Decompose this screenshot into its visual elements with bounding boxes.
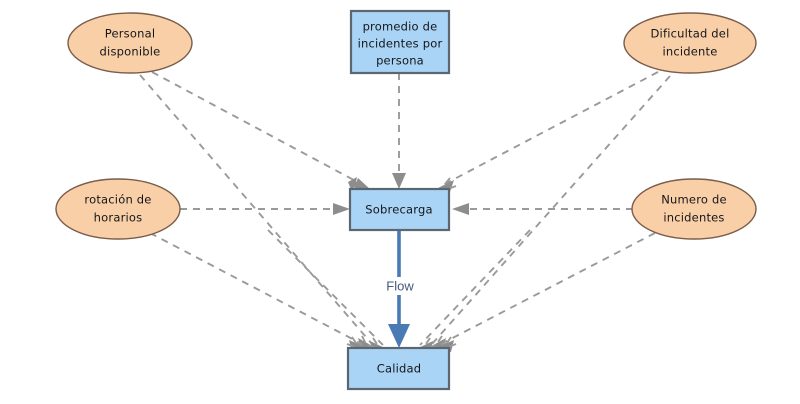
promedio-incidentes-shape[interactable] <box>349 9 451 75</box>
arrowhead-promedio-to-sobrecarga <box>392 173 406 189</box>
sobrecarga-shape[interactable] <box>348 187 451 232</box>
node-calidad[interactable]: Calidad <box>346 346 451 391</box>
node-sobrecarga[interactable]: Sobrecarga <box>348 187 451 232</box>
rotacion-horarios-label-line1: rotación de <box>84 193 151 207</box>
promedio-incidentes-label-line2: incidentes por <box>358 37 443 51</box>
node-personal-disponible[interactable]: Personal disponible <box>67 12 193 74</box>
node-promedio-incidentes[interactable]: promedio de incidentes por persona <box>349 9 451 75</box>
rotacion-horarios-shape[interactable] <box>55 178 181 240</box>
rotacion-horarios-label-line2: horarios <box>94 211 143 225</box>
arrowhead-flow <box>388 324 410 348</box>
flow-label-backdrop <box>379 277 421 295</box>
sobrecarga-label: Sobrecarga <box>365 203 432 217</box>
edge-dificultad-to-sobrecarga <box>440 71 659 187</box>
node-dificultad-incidente[interactable]: Dificultad del incidente <box>623 12 757 74</box>
promedio-incidentes-label-line3: persona <box>376 54 424 68</box>
personal-disponible-label-line1: Personal <box>105 27 156 41</box>
promedio-incidentes-label-line1: promedio de <box>363 20 438 34</box>
personal-disponible-label-line2: disponible <box>100 45 161 59</box>
edge-rotacion-to-calidad <box>149 232 363 345</box>
edge-personal-disponible-to-sobrecarga <box>151 71 366 187</box>
arrowhead-numero-to-sobrecarga <box>452 203 469 215</box>
node-numero-incidentes[interactable]: Numero de incidentes <box>631 178 757 240</box>
dificultad-incidente-shape[interactable] <box>623 12 757 74</box>
dificultad-incidente-label-line1: Dificultad del <box>651 27 730 41</box>
node-rotacion-horarios[interactable]: rotación de horarios <box>55 178 181 240</box>
arrowhead-rotacion-to-sobrecarga <box>333 203 350 215</box>
personal-disponible-shape[interactable] <box>67 12 193 74</box>
calidad-shape[interactable] <box>346 346 451 391</box>
numero-incidentes-shape[interactable] <box>631 178 757 240</box>
edge-numero-to-calidad <box>440 232 656 345</box>
edge-promedio-to-calidad <box>267 229 384 346</box>
numero-incidentes-label-line1: Numero de <box>661 193 727 207</box>
flow-label-group: Flow <box>379 277 421 295</box>
edge-extra-right-to-calidad <box>419 229 531 346</box>
numero-incidentes-label-line2: incidentes <box>663 211 724 225</box>
flow-edge-label: Flow <box>386 278 414 293</box>
dificultad-incidente-label-line2: incidente <box>662 45 717 59</box>
calidad-label: Calidad <box>377 362 422 376</box>
